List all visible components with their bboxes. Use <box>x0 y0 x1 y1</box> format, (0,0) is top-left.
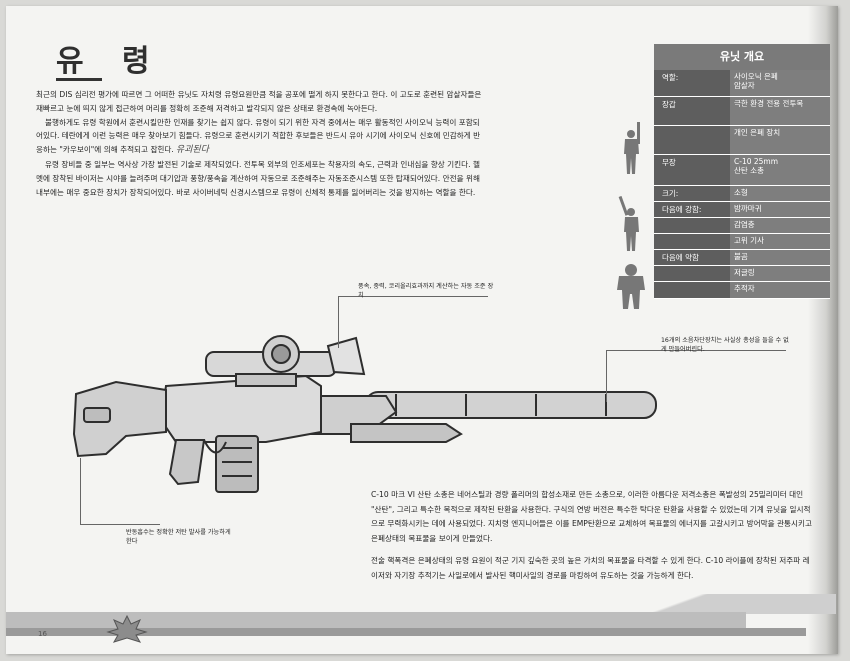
weapon-paragraph-1: C-10 마크 VI 산탄 소총은 네어스틸과 경량 폴리머의 합성소재로 만든… <box>371 490 812 543</box>
callout-line-scope-h <box>338 296 488 297</box>
value-line: 암살자 <box>734 81 755 90</box>
value-line: 산탄 소총 <box>734 166 764 175</box>
overview-value: 추적자 <box>730 282 830 298</box>
overview-row: 개인 은폐 장치 <box>654 126 830 155</box>
value-line: 사이오닉 은폐 <box>734 72 778 81</box>
weapon-paragraph-2: 전술 핵폭격은 은폐상태의 유령 요원이 적군 기지 깊숙한 곳의 높은 가치의… <box>371 556 810 580</box>
marauder-silhouette-icon <box>617 264 645 309</box>
callout-line-scope <box>338 296 339 348</box>
overview-value: 개인 은폐 장치 <box>730 126 830 154</box>
intro-paragraph-3: 유령 장비들 중 일부는 역사상 가장 발전된 기술로 제작되었다. 전투복 외… <box>36 159 480 197</box>
callout-stock: 반동흡수는 정확한 저탄 발사를 가능하게 한다 <box>126 529 231 545</box>
overview-row: 다음에 강함:밤까마귀 <box>654 202 830 218</box>
callout-suppressor: 16개의 소음차단장치는 사실상 총성을 들을 수 없게 만들어버린다. <box>661 337 789 353</box>
overview-key: 장갑 <box>654 97 730 125</box>
footer-band <box>6 594 838 654</box>
footer-bar-dark <box>6 628 806 636</box>
callout-line-suppressor <box>606 350 607 402</box>
overview-row: 저글링 <box>654 266 830 282</box>
book-page: 유 령 최근의 DIS 심리전 평가에 따르면 그 어떠한 유닛도 자치령 유령… <box>6 6 838 654</box>
overview-value: 고위 기사 <box>730 234 830 249</box>
callout-line-suppressor-h <box>606 350 786 351</box>
ghost-variant-silhouette-icon <box>618 196 639 251</box>
weapon-description: C-10 마크 VI 산탄 소총은 네어스틸과 경량 폴리머의 합성소재로 만든… <box>371 488 816 591</box>
overview-row: 감염충 <box>654 218 830 234</box>
title-underline <box>56 78 102 81</box>
c10-rifle-illustration <box>72 335 657 493</box>
overview-key <box>654 266 730 281</box>
overview-value: 저글링 <box>730 266 830 281</box>
handwritten-note: 유괴된다 <box>175 145 209 156</box>
overview-value: 극한 환경 전용 전투복 <box>730 97 830 125</box>
overview-row: 고위 기사 <box>654 234 830 250</box>
intro-paragraph-1: 최근의 DIS 심리전 평가에 따르면 그 어떠한 유닛도 자치령 유령요원만큼… <box>36 90 482 113</box>
callout-line-stock-h <box>80 524 160 525</box>
overview-key: 다음에 약함 <box>654 250 730 265</box>
overview-value: 밤까마귀 <box>730 202 830 217</box>
overview-key: 역할: <box>654 70 730 96</box>
page-number: 16 <box>38 630 47 638</box>
footer-diagonal <box>526 594 836 614</box>
overview-key: 다음에 강함: <box>654 202 730 217</box>
overview-key: 크기: <box>654 186 730 201</box>
intro-paragraph-2-text: 불행하게도 유령 학원에서 훈련시킬만한 인재를 찾기는 쉽지 않다. 유령이 … <box>36 117 481 155</box>
callout-line-stock <box>80 458 81 524</box>
overview-key <box>654 126 730 154</box>
ghost-silhouette-icon <box>624 122 640 174</box>
overview-value: 소형 <box>730 186 830 201</box>
unit-overview-title: 유닛 개요 <box>654 44 830 70</box>
overview-value: 불곰 <box>730 250 830 265</box>
overview-key: 무장 <box>654 155 730 185</box>
value-line: C-10 25mm <box>734 157 779 166</box>
page-title: 유 령 <box>56 44 164 79</box>
overview-key <box>654 282 730 298</box>
overview-key <box>654 234 730 249</box>
intro-paragraph-2: 불행하게도 유령 학원에서 훈련시킬만한 인재를 찾기는 쉽지 않다. 유령이 … <box>36 116 486 158</box>
callout-scope: 풍속, 중력, 코리올리효과까지 계산하는 자동 조준 장치 <box>358 283 494 299</box>
footer-bar <box>6 612 746 628</box>
intro-text: 최근의 DIS 심리전 평가에 따르면 그 어떠한 유닛도 자치령 유령요원만큼… <box>36 88 486 199</box>
overview-value: 감염충 <box>730 218 830 233</box>
terran-emblem-icon <box>106 614 148 643</box>
overview-row: 추적자 <box>654 282 830 299</box>
overview-key <box>654 218 730 233</box>
overview-row: 크기:소형 <box>654 186 830 202</box>
